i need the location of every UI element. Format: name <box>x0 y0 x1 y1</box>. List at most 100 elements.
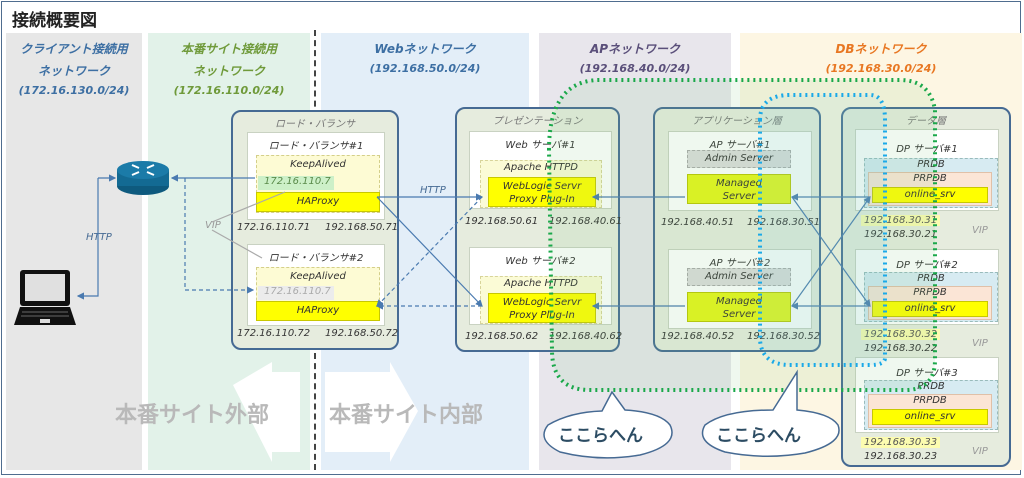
vip-address-text: 192.168.30.32 <box>861 329 941 340</box>
vip-label: VIP <box>972 446 988 457</box>
server-name: ロード・バランサ#2 <box>268 253 364 264</box>
admin-server-box[interactable]: Admin Server <box>687 150 791 168</box>
plugin-label: WebLogic Servr <box>502 297 582 308</box>
ap-server-2[interactable]: AP サーバ#2 Admin Server Managed Server <box>668 249 812 329</box>
db-server-3[interactable]: DP サーバ#3 PRDB PRPDB online_srv <box>855 357 999 433</box>
zone-cidr: (192.168.40.0/24) <box>579 62 691 75</box>
ap2-to-db1 <box>791 196 871 307</box>
service-box[interactable]: online_srv <box>872 301 988 317</box>
callout-bubble-2 <box>701 369 840 458</box>
group-label: データ層 <box>906 116 946 127</box>
lb2-to-web1 <box>376 196 483 307</box>
vip-line-1 <box>211 191 286 223</box>
vip-address-active: 172.16.110.7 <box>258 176 334 190</box>
zone-title: クライアント接続用 <box>20 42 128 56</box>
ip-address: 192.168.30.52 <box>747 331 821 342</box>
plugin-label: WebLogic Servr <box>502 181 582 192</box>
vip-address-standby: 172.16.110.7 <box>258 286 334 300</box>
prpdb-label: PRPDB <box>913 173 947 184</box>
prpdb-label: PRPDB <box>913 395 947 406</box>
ip-address: 172.16.110.72 <box>237 328 311 339</box>
db-server-1[interactable]: DP サーバ#1 PRDB PRPDB online_srv <box>855 129 999 211</box>
vip-label: VIP <box>972 338 988 349</box>
managed-label: Server <box>722 309 756 320</box>
group-label: アプリケーション層 <box>692 116 782 127</box>
zone-client-network: クライアント接続用 ネットワーク (172.16.130.0/24) <box>6 33 142 470</box>
ip-address: 192.168.50.62 <box>465 331 539 342</box>
vip-address: 192.168.30.33 <box>861 437 941 448</box>
zone-cidr: (192.168.50.0/24) <box>369 62 481 75</box>
zone-cidr: (172.16.130.0/24) <box>18 84 130 97</box>
external-arrow <box>233 362 300 462</box>
service-box[interactable]: online_srv <box>872 187 988 203</box>
managed-label: Managed <box>715 296 763 307</box>
site-external-label: 本番サイト外部 <box>115 403 270 428</box>
plugin-label: Proxy Plug-In <box>509 310 575 321</box>
router-to-lb2 <box>184 178 255 294</box>
ip-address: 192.168.40.62 <box>549 331 623 342</box>
service-box[interactable]: online_srv <box>872 409 988 425</box>
vip-line-2 <box>211 229 263 259</box>
apache-label: Apache HTTPD <box>504 162 578 173</box>
blue-highlight-region <box>758 93 887 367</box>
server-name: DP サーバ#1 <box>896 144 958 155</box>
managed-label: Server <box>722 191 756 202</box>
green-highlight-region <box>546 78 937 392</box>
ip-address: 192.168.50.72 <box>325 328 399 339</box>
ip-address: 192.168.30.51 <box>747 217 821 228</box>
laptop-icon <box>14 270 76 325</box>
client-link <box>76 178 99 300</box>
ap-server-1[interactable]: AP サーバ#1 Admin Server Managed Server <box>668 131 812 211</box>
group-label: プレゼンテーション <box>492 116 583 127</box>
data-group: データ層 DP サーバ#1 PRDB PRPDB online_srv 192.… <box>841 107 1011 467</box>
ip-address: 192.168.50.71 <box>325 222 399 233</box>
vip-label: VIP <box>972 225 988 236</box>
internal-arrow <box>325 362 418 462</box>
managed-server-box[interactable]: Managed Server <box>687 174 791 204</box>
load-balancer-1[interactable]: ロード・バランサ#1 KeepAlived 172.16.110.7 HAPro… <box>247 132 385 220</box>
load-balancer-group: ロード・バランサ ロード・バランサ#1 KeepAlived 172.16.11… <box>231 110 399 350</box>
zone-title-line2: ネットワーク <box>192 64 265 78</box>
managed-server-box[interactable]: Managed Server <box>687 292 791 322</box>
callout-bubble-1 <box>543 390 673 459</box>
apache-label: Apache HTTPD <box>504 278 578 289</box>
haproxy-box[interactable]: HAProxy <box>256 192 380 212</box>
lb1-to-web2 <box>376 196 483 307</box>
load-balancer-2[interactable]: ロード・バランサ#2 KeepAlived 172.16.110.7 HAPro… <box>247 244 385 326</box>
keepalived-label: KeepAlived <box>290 159 346 170</box>
server-name: AP サーバ#1 <box>709 140 771 151</box>
zone-title-line2: ネットワーク <box>37 64 110 78</box>
proxy-plugin-box[interactable]: WebLogic Servr Proxy Plug-In <box>488 177 596 207</box>
server-name: AP サーバ#2 <box>709 258 771 269</box>
web-http-label: HTTP <box>420 185 446 196</box>
web-server-1[interactable]: Web サーバ#1 Apache HTTPD WebLogic Servr Pr… <box>469 131 612 209</box>
ip-address: 192.168.40.61 <box>549 216 623 227</box>
ip-address: 192.168.40.51 <box>661 217 735 228</box>
proxy-plugin-box[interactable]: WebLogic Servr Proxy Plug-In <box>488 293 596 323</box>
ip-address: 192.168.30.21 <box>864 229 938 240</box>
ip-address: 192.168.50.61 <box>465 216 539 227</box>
site-internal-label: 本番サイト内部 <box>329 403 484 428</box>
vip-address-text: 192.168.30.33 <box>861 437 941 448</box>
server-name: Web サーバ#1 <box>505 140 576 151</box>
zone-title: APネットワーク <box>589 42 681 56</box>
client-http-label: HTTP <box>86 232 112 243</box>
vip-address-text: 192.168.30.31 <box>861 215 941 226</box>
page-title: 接続概要図 <box>12 11 97 31</box>
web-server-2[interactable]: Web サーバ#2 Apache HTTPD WebLogic Servr Pr… <box>469 247 612 325</box>
haproxy-box[interactable]: HAProxy <box>256 301 380 321</box>
ip-address: 192.168.30.23 <box>864 451 938 462</box>
zone-cidr: (192.168.30.0/24) <box>825 62 937 75</box>
prdb-label: PRDB <box>917 273 945 284</box>
group-label: ロード・バランサ <box>275 119 355 130</box>
vip-address: 192.168.30.32 <box>861 329 941 340</box>
zone-cidr: (172.16.110.0/24) <box>173 84 285 97</box>
callout-text-2: ここらへん <box>716 426 801 446</box>
presentation-group: プレゼンテーション Web サーバ#1 Apache HTTPD WebLogi… <box>455 107 623 352</box>
vip-address: 192.168.30.31 <box>861 215 941 226</box>
db-server-2[interactable]: DP サーバ#2 PRDB PRPDB online_srv <box>855 249 999 325</box>
admin-server-box[interactable]: Admin Server <box>687 268 791 286</box>
